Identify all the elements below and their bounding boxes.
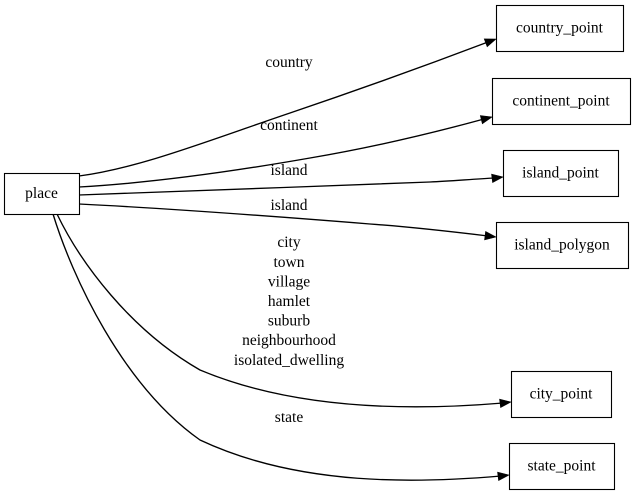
- edge-arrowhead: [484, 231, 497, 241]
- node-state_point[interactable]: state_point: [508, 442, 616, 491]
- edge-label-line: village: [268, 273, 310, 290]
- edge-label-line: hamlet: [268, 293, 311, 310]
- node-label: city_point: [530, 386, 594, 403]
- edge-place-country_point-label: country: [265, 54, 313, 71]
- edge-place-state_point-label: state: [275, 409, 304, 426]
- edge-labels-layer: country continent island island city town vill…: [234, 54, 344, 426]
- node-country_point[interactable]: country_point: [495, 4, 625, 53]
- node-place[interactable]: place: [3, 172, 81, 216]
- node-box: [502, 149, 620, 198]
- edge-arrowhead: [483, 38, 497, 48]
- node-island_polygon[interactable]: island_polygon: [495, 221, 630, 270]
- edge-arrowhead: [491, 173, 504, 183]
- edge-line: [78, 177, 496, 196]
- edge-place-country_point[interactable]: [78, 38, 497, 177]
- edge-label-line: suburb: [268, 312, 310, 329]
- node-island_point[interactable]: island_point: [502, 149, 620, 198]
- edge-arrowhead: [499, 398, 512, 408]
- nodes-layer: place country_point continent_point island_…: [3, 4, 632, 491]
- edge-place-island_point[interactable]: [78, 173, 504, 196]
- node-label: island_point: [522, 165, 599, 182]
- node-label: island_polygon: [514, 237, 610, 254]
- node-label: place: [25, 185, 58, 202]
- edge-place-city_point-label: city town village hamlet suburb neighbourhood…: [234, 234, 344, 369]
- node-label: country_point: [516, 20, 604, 37]
- edge-arrowhead: [479, 115, 493, 125]
- node-box: [495, 221, 630, 270]
- node-box: [508, 442, 616, 491]
- node-label: state_point: [527, 458, 596, 475]
- edge-label-line: town: [274, 253, 305, 270]
- edge-line: [52, 213, 502, 481]
- edge-place-island_polygon[interactable]: [78, 203, 497, 241]
- node-box: [491, 77, 632, 126]
- node-box: [510, 370, 613, 419]
- edge-place-island_polygon-label: island: [270, 197, 307, 214]
- edge-label-line: island: [270, 197, 307, 214]
- node-box: [3, 172, 81, 216]
- edge-line: [56, 213, 504, 408]
- edge-place-city_point[interactable]: [56, 213, 512, 408]
- node-box: [495, 4, 625, 53]
- edge-place-continent_point-label: continent: [260, 117, 318, 134]
- edge-line: [78, 41, 489, 177]
- edge-label-line: country: [265, 54, 313, 71]
- edge-label-line: island: [270, 162, 307, 179]
- edges-layer: [52, 38, 512, 481]
- edge-line: [78, 203, 489, 237]
- edge-place-state_point[interactable]: [52, 213, 510, 481]
- edge-label-line: continent: [260, 117, 318, 134]
- edge-label-line: neighbourhood: [242, 332, 336, 349]
- edge-label-line: city: [277, 234, 300, 251]
- edge-label-line: state: [275, 409, 304, 426]
- edge-arrowhead: [497, 471, 510, 481]
- node-city_point[interactable]: city_point: [510, 370, 613, 419]
- edge-place-island_point-label: island: [270, 162, 307, 179]
- edge-label-line: isolated_dwelling: [234, 351, 344, 368]
- edge-place-continent_point[interactable]: [78, 115, 493, 188]
- edge-line: [78, 118, 485, 188]
- node-label: continent_point: [512, 93, 610, 110]
- node-continent_point[interactable]: continent_point: [491, 77, 632, 126]
